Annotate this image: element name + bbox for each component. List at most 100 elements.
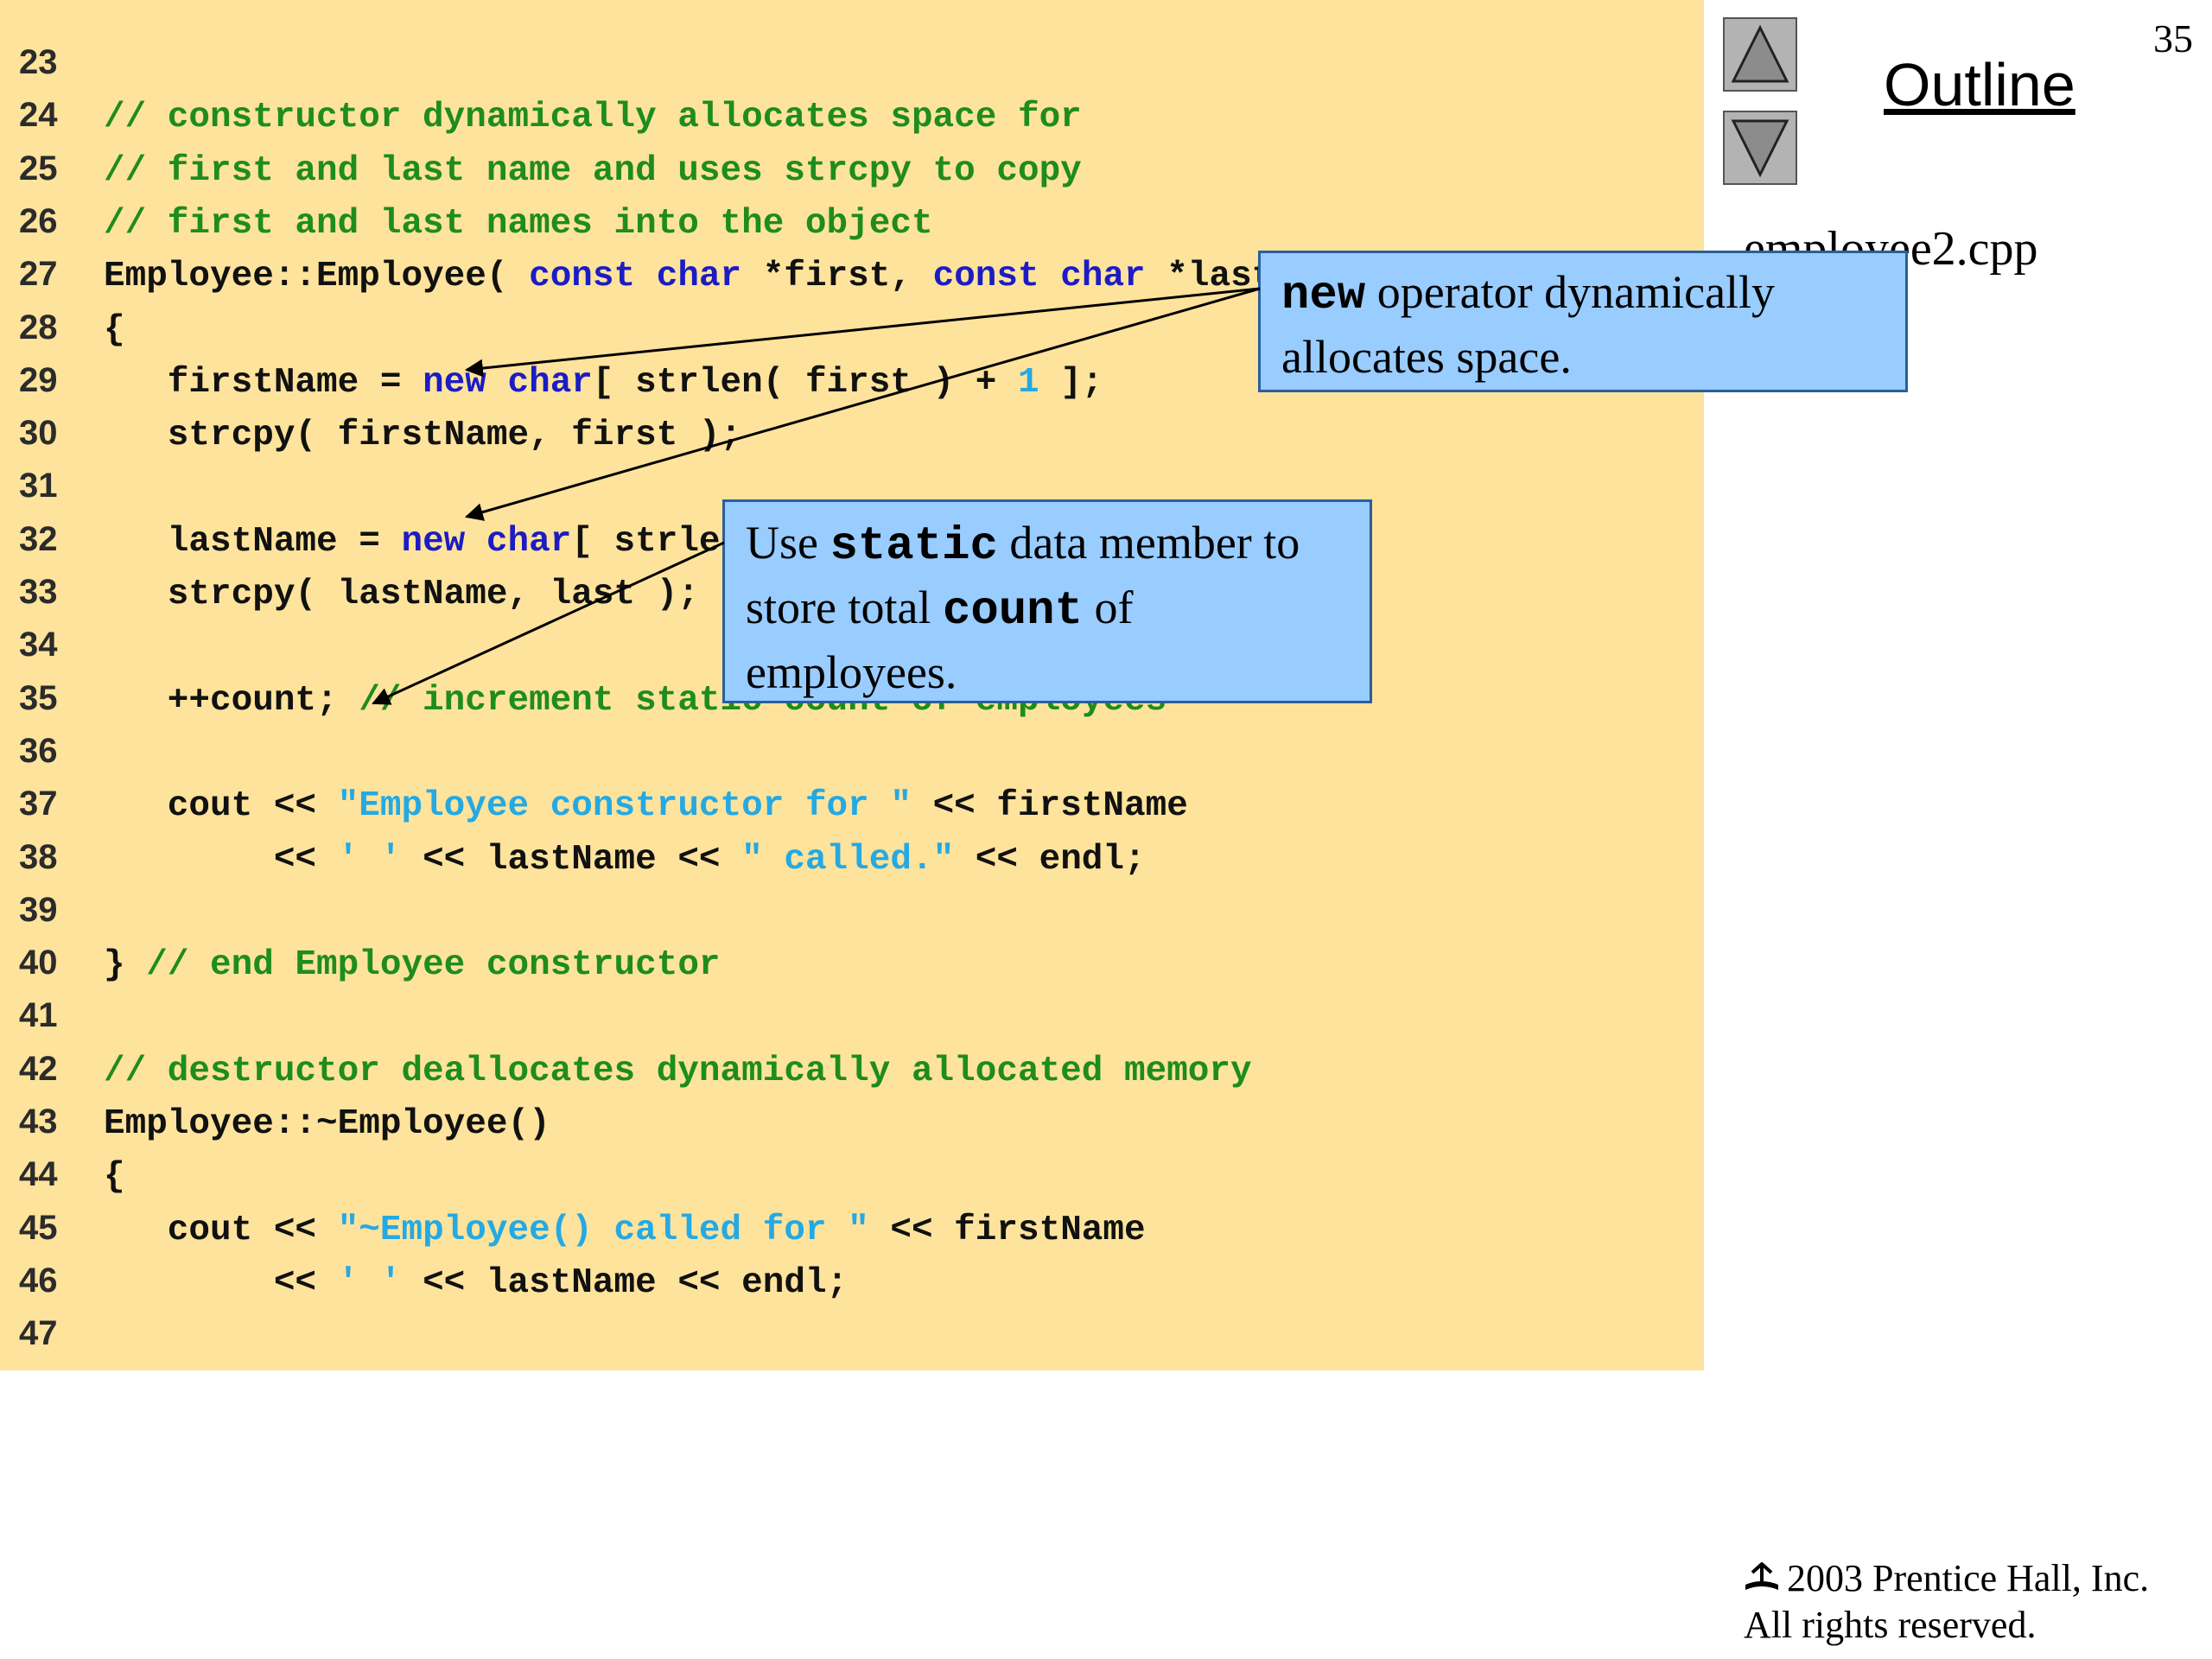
line-number: 44 — [19, 1155, 58, 1194]
code-token: Employee::Employee( — [104, 257, 530, 297]
callout-code-new: new — [1281, 270, 1366, 322]
code-token — [1039, 257, 1061, 296]
code-line: 38 << ' ' << lastName << " called." << e… — [0, 831, 1146, 883]
line-number: 43 — [19, 1103, 58, 1141]
line-number: 34 — [19, 626, 58, 664]
code-token: Employee::~Employee() — [104, 1104, 550, 1144]
line-number: 36 — [19, 731, 58, 770]
code-line: 39 — [0, 884, 104, 936]
callout-text: store total — [746, 582, 943, 633]
code-line: 24// constructor dynamically allocates s… — [0, 89, 1082, 141]
code-token: "~Employee() called for " — [337, 1210, 869, 1250]
code-token: } — [104, 945, 147, 986]
code-token: << firstName — [868, 1210, 1146, 1250]
code-line: 29 firstName = new char[ strlen( first )… — [0, 354, 1103, 406]
outline-title[interactable]: Outline — [1884, 51, 2075, 118]
line-number: 31 — [19, 467, 58, 505]
callout-new-operator: new operator dynamically allocates space… — [1258, 251, 1908, 392]
line-number: 24 — [19, 96, 58, 135]
code-token: ' ' — [337, 1262, 402, 1303]
callout-code-static: static — [830, 520, 998, 573]
code-token: [ strlen( first ) + — [592, 362, 1018, 403]
line-number: 32 — [19, 519, 58, 558]
code-line: 28{ — [0, 302, 125, 353]
code-token: const — [932, 257, 1039, 297]
line-number: 40 — [19, 944, 58, 982]
code-token: char — [1060, 257, 1146, 297]
callout-text: operator dynamically — [1365, 266, 1776, 318]
callout-text: employees. — [746, 646, 957, 698]
code-token: char — [656, 257, 742, 297]
code-token: char — [486, 521, 572, 562]
code-token: { — [104, 1157, 125, 1198]
code-token: << lastName << endl; — [401, 1262, 849, 1303]
code-line: 34 — [0, 619, 104, 671]
code-line: 46 << ' ' << lastName << endl; — [0, 1255, 848, 1306]
code-line: 42 // destructor deallocates dynamically … — [0, 1043, 1252, 1095]
code-line: 36 — [0, 725, 104, 777]
code-token: " called." — [741, 839, 955, 880]
line-number: 29 — [19, 360, 58, 399]
code-token: << endl; — [954, 839, 1146, 880]
code-token: "Employee constructor for " — [337, 786, 912, 827]
copyright-notice: 2003 Prentice Hall, Inc. All rights rese… — [1744, 1555, 2149, 1649]
code-token: firstName = — [104, 362, 423, 403]
code-token: strcpy( lastName, last ); — [104, 575, 699, 614]
code-line: 31 — [0, 460, 104, 512]
code-token: new — [401, 521, 466, 562]
triangle-down-icon — [1731, 119, 1789, 178]
code-line: 23 — [0, 36, 104, 88]
code-token: lastName = — [104, 521, 402, 562]
triangle-up-icon — [1731, 24, 1789, 83]
code-token: { — [104, 309, 125, 350]
code-token — [635, 257, 657, 296]
code-token: new — [423, 362, 486, 403]
code-line: 37 cout << "Employee constructor for " <… — [0, 778, 1188, 830]
line-number: 27 — [19, 255, 58, 294]
code-line: 47 — [0, 1307, 104, 1359]
code-token: *first, — [741, 257, 933, 297]
line-number: 35 — [19, 678, 58, 717]
line-number: 26 — [19, 201, 58, 240]
code-token: 1 — [1018, 362, 1039, 403]
line-number: 30 — [19, 414, 58, 453]
code-token: char — [507, 362, 593, 403]
code-line: 26 // first and last names into the objec… — [0, 195, 933, 247]
code-token: ]; — [1039, 362, 1103, 403]
copyright-line-2: All rights reserved. — [1744, 1604, 2037, 1646]
code-token: // first and last names into the object — [104, 203, 933, 244]
code-line: 30 strcpy( firstName, first ); — [0, 407, 741, 459]
code-token: ++count; — [104, 680, 359, 721]
code-token: strcpy( firstName, first ); — [104, 416, 742, 456]
code-line: 27 Employee::Employee( const char *first,… — [0, 248, 1316, 300]
code-token: ' ' — [337, 839, 402, 880]
callout-text: Use — [746, 517, 830, 569]
code-line: 43 Employee::~Employee() — [0, 1096, 550, 1147]
line-number: 38 — [19, 837, 58, 876]
line-number: 39 — [19, 890, 58, 929]
code-token: cout << — [104, 1210, 338, 1250]
code-token: const — [529, 257, 636, 297]
line-number: 37 — [19, 785, 58, 823]
code-line: 44 { — [0, 1148, 125, 1200]
code-line: 25// first and last name and uses strcpy… — [0, 143, 1082, 194]
line-number: 23 — [19, 43, 58, 81]
line-number: 33 — [19, 573, 58, 611]
callout-text: of — [1082, 582, 1134, 633]
code-token: // destructor deallocates dynamically al… — [104, 1051, 1252, 1091]
publisher-logo-icon — [1745, 1562, 1778, 1590]
code-token: // end Employee constructor — [146, 945, 721, 986]
callout-text: allocates space. — [1281, 331, 1572, 383]
previous-slide-button[interactable] — [1723, 17, 1797, 92]
next-slide-button[interactable] — [1723, 111, 1797, 185]
code-token — [486, 363, 508, 403]
line-number: 42 — [19, 1049, 58, 1088]
code-token: << firstName — [911, 786, 1188, 827]
callout-code-count: count — [942, 585, 1083, 638]
code-token: // first and last name and uses strcpy t… — [104, 150, 1082, 191]
code-line: 41 — [0, 989, 104, 1041]
code-token: cout << — [104, 786, 338, 827]
callout-text: data member to — [997, 517, 1300, 569]
code-line: 33 strcpy( lastName, last ); — [0, 566, 699, 618]
page-number: 35 — [2153, 16, 2193, 60]
